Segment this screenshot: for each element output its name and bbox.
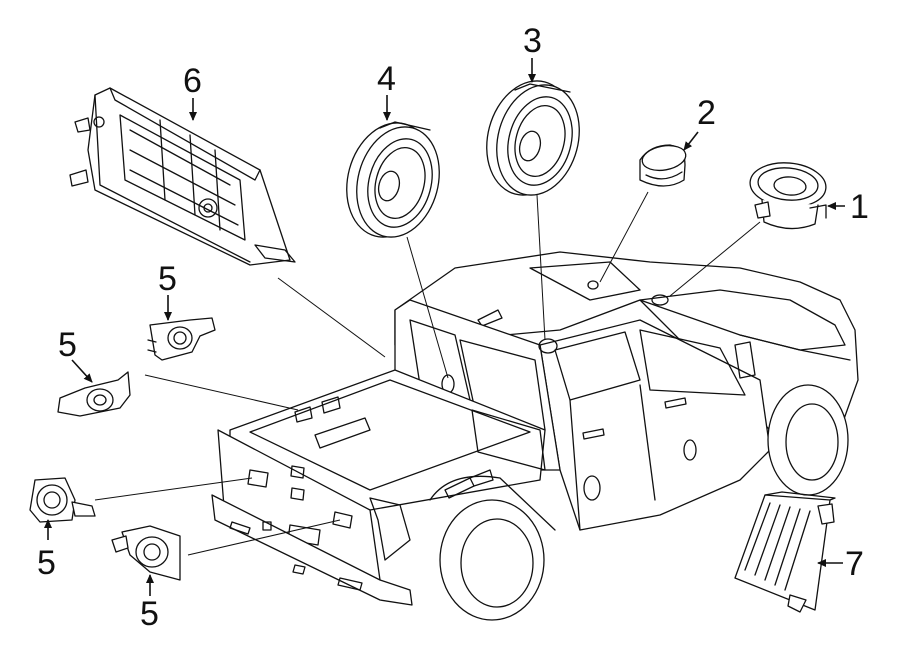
callout-1: 1 <box>850 188 869 226</box>
callout-5-lower-left: 5 <box>37 544 56 582</box>
speaker-dome-icon <box>639 144 687 187</box>
parking-sensor-icon <box>57 371 131 417</box>
callout-arrows <box>44 58 845 596</box>
callout-5-mid: 5 <box>58 326 77 364</box>
callout-5-upper: 5 <box>158 260 177 298</box>
speaker-tweeter-icon <box>749 162 827 230</box>
callout-6: 6 <box>183 62 202 100</box>
pickup-truck-illustration <box>211 251 859 621</box>
control-module-icon <box>734 491 836 613</box>
callout-7: 7 <box>845 545 864 583</box>
front-door-speaker-icon <box>346 121 440 238</box>
callout-4: 4 <box>377 60 396 98</box>
rear-door-speaker-icon <box>486 80 580 196</box>
callout-2: 2 <box>697 94 716 132</box>
parking-sensor-icon <box>147 317 216 361</box>
callout-3: 3 <box>523 22 542 60</box>
parking-sensor-icon <box>111 525 181 581</box>
leader-lines <box>94 191 761 556</box>
amplifier-icon <box>69 87 296 266</box>
callout-5-lower: 5 <box>140 595 159 633</box>
parking-sensor-icon <box>29 477 96 523</box>
